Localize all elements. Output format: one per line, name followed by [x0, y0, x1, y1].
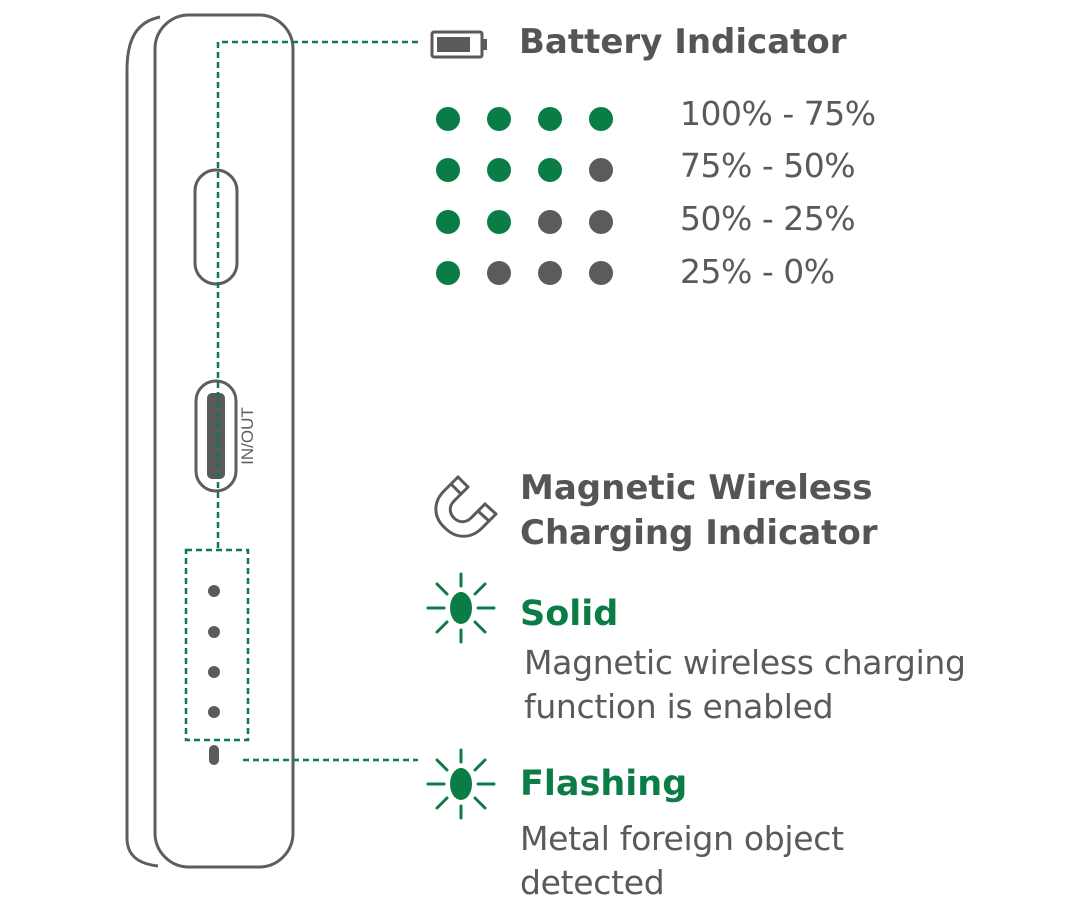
battery-range-2: 75% - 50%	[680, 146, 856, 185]
battery-dot-r2-c4	[589, 158, 613, 182]
wireless-led	[209, 745, 219, 765]
led-glow-core	[450, 592, 472, 624]
device-led-1	[208, 585, 220, 597]
battery-icon	[430, 30, 487, 59]
device-body	[153, 13, 295, 869]
device-led-3	[208, 666, 220, 678]
battery-dot-r4-c2	[487, 261, 511, 285]
led-glow-icon-solid	[426, 572, 496, 644]
led-glow-core	[450, 768, 472, 800]
device-led-4	[208, 706, 220, 718]
led-glow-ray-6	[473, 758, 487, 772]
device-leds	[208, 585, 220, 718]
battery-dot-r3-c2	[487, 210, 511, 234]
power-bank-outline	[125, 13, 295, 869]
battery-range-3: 50% - 25%	[680, 199, 856, 238]
battery-dot-grid	[436, 107, 613, 285]
battery-dot-r4-c4	[589, 261, 613, 285]
battery-range-4: 25% - 0%	[680, 252, 835, 291]
battery-dot-r3-c4	[589, 210, 613, 234]
battery-dot-r3-c3	[538, 210, 562, 234]
led-glow-ray-7	[435, 796, 449, 810]
led-glow-ray-7	[435, 620, 449, 634]
led-glow-ray-8	[473, 796, 487, 810]
battery-range-1: 100% - 75%	[680, 94, 876, 133]
battery-dot-r4-c3	[538, 261, 562, 285]
battery-dot-r1-c4	[589, 107, 613, 131]
solid-state-desc-line1: Magnetic wireless charging	[524, 643, 966, 682]
led-glow-ray-6	[473, 582, 487, 596]
port-label: IN/OUT	[238, 407, 257, 465]
solid-state-desc-line2: function is enabled	[524, 687, 834, 726]
battery-indicator-title: Battery Indicator	[519, 22, 847, 62]
battery-dot-r2-c3	[538, 158, 562, 182]
device-back-shell	[125, 15, 161, 868]
battery-dot-r1-c3	[538, 107, 562, 131]
led-glow-ray-8	[473, 620, 487, 634]
battery-dot-r1-c2	[487, 107, 511, 131]
solid-state-title: Solid	[520, 594, 619, 634]
wireless-title-line2: Charging Indicator	[520, 513, 878, 553]
flashing-state-desc-line1: Metal foreign object	[520, 819, 844, 858]
usb-c-port-slot	[207, 393, 225, 479]
flashing-state-title: Flashing	[520, 764, 688, 804]
battery-dot-r3-c1	[436, 210, 460, 234]
wireless-title-line1: Magnetic Wireless	[520, 468, 873, 508]
usb-c-port-outline[interactable]	[194, 379, 238, 493]
battery-dot-r1-c1	[436, 107, 460, 131]
battery-leader-line	[216, 40, 418, 548]
led-group-box	[184, 548, 250, 742]
battery-dot-r4-c1	[436, 261, 460, 285]
power-button[interactable]	[193, 168, 239, 286]
led-glow-ray-5	[435, 758, 449, 772]
led-glow-ray-5	[435, 582, 449, 596]
device-led-2	[208, 626, 220, 638]
battery-dot-r2-c2	[487, 158, 511, 182]
flashing-state-desc-line2: detected	[520, 863, 665, 902]
led-glow-icon-flashing	[426, 748, 496, 820]
battery-dot-r2-c1	[436, 158, 460, 182]
magnet-icon	[434, 475, 498, 538]
